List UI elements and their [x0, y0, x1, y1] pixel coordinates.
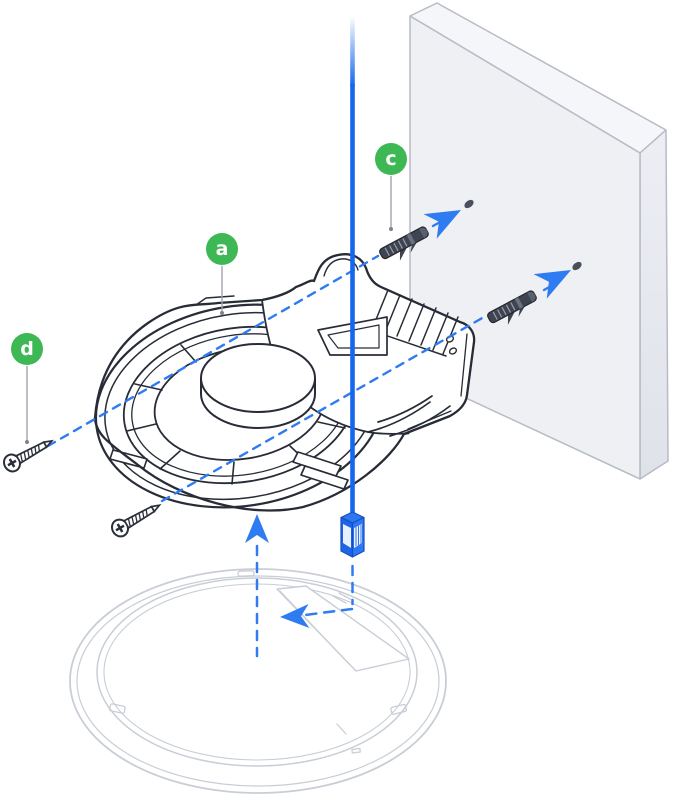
bracket-latch-fins	[292, 451, 349, 490]
bracket-outline	[93, 253, 476, 512]
anchor-tip	[419, 227, 428, 238]
wall-side-face	[639, 129, 669, 480]
anchor-ribs	[492, 302, 516, 320]
callout-c: c	[375, 143, 407, 175]
guide-line-top	[46, 254, 380, 448]
access-point	[69, 568, 447, 794]
screw-threads	[19, 444, 41, 462]
callout-a-letter: a	[215, 237, 229, 260]
anchor-tip	[527, 291, 536, 302]
arrow-into-wall-top	[423, 210, 461, 239]
arrow-into-wall-bottom	[533, 270, 571, 299]
callout-d: d	[11, 333, 43, 365]
callout-a: a	[206, 233, 238, 265]
arrow-cable-insert	[280, 603, 310, 628]
bracket-center-boss	[200, 343, 316, 429]
screw-tip	[150, 504, 162, 513]
wall-hole-top	[464, 199, 474, 209]
ap-rim-details	[108, 570, 408, 754]
screw-head-cross	[115, 523, 125, 533]
screw-head-cross	[7, 458, 17, 468]
anchor-collar	[514, 297, 524, 309]
wall-hole-bottom	[572, 261, 582, 271]
ap-cable-channel	[276, 585, 410, 672]
callout-d-letter: d	[20, 337, 34, 360]
screw-guide-lines	[46, 254, 486, 503]
callout-leaders	[25, 176, 393, 444]
screw-top	[3, 439, 54, 473]
screw-threads	[127, 509, 148, 527]
anchor-ribs	[384, 238, 408, 256]
bracket-screw-hole	[448, 347, 458, 355]
callout-c-letter: c	[385, 147, 397, 170]
ap-inner-ring	[96, 577, 418, 767]
rj45-connector	[340, 511, 365, 558]
ethernet-cable	[280, 16, 365, 628]
anchor-collar	[406, 233, 416, 245]
screw-tip	[42, 439, 54, 449]
arrow-up-attach	[245, 514, 269, 543]
screw-bottom	[110, 504, 162, 538]
guide-line-bottom	[160, 315, 486, 503]
cable-guide-elbow	[303, 607, 354, 617]
bracket-cable-hook	[323, 258, 359, 277]
bracket-flange	[407, 333, 468, 430]
mounting-bracket	[93, 253, 476, 512]
bracket-rim-notch	[195, 295, 235, 306]
